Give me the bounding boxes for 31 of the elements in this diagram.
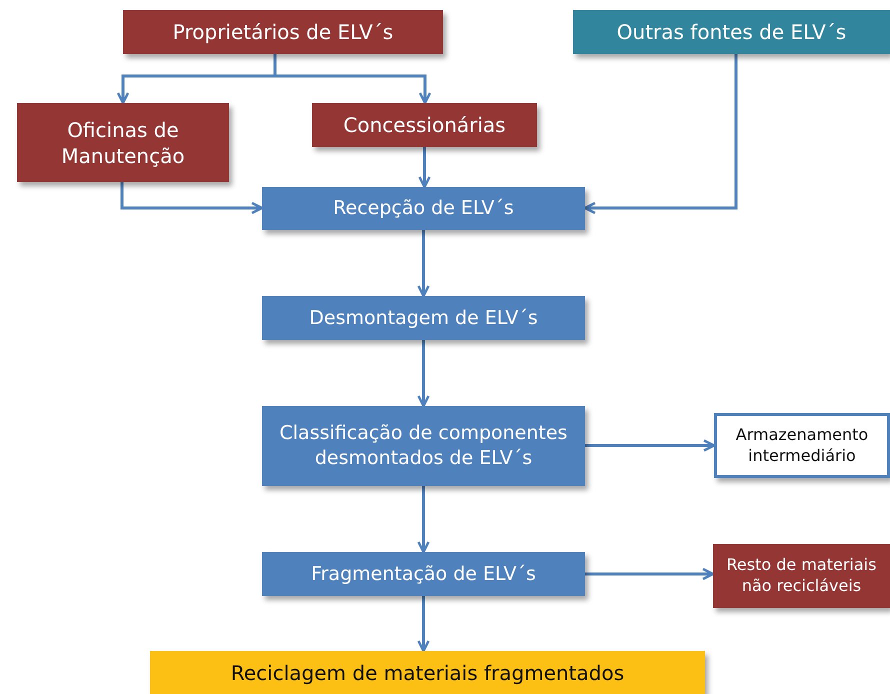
storage-box [714, 413, 890, 478]
box-label: Recepção de ELV´s [333, 196, 514, 221]
process-box [262, 187, 585, 230]
box-label: Armazenamento intermediário [734, 424, 870, 466]
process-box [262, 296, 585, 340]
arrow [417, 340, 430, 408]
arrow [417, 486, 430, 554]
source-box [573, 10, 890, 54]
box-label: Proprietários de ELV´s [172, 19, 394, 45]
arrow [585, 439, 716, 452]
box-label: Oficinas de Manutenção [60, 116, 186, 168]
arrow [585, 568, 714, 580]
source-box [17, 103, 229, 182]
process-box [262, 552, 585, 596]
arrow [417, 230, 430, 298]
arrow [120, 182, 264, 214]
process-box [262, 406, 585, 486]
box-label: Outras fontes de ELV´s [616, 19, 846, 45]
source-box [123, 10, 443, 54]
box-label: Resto de materiais não recicláveis [726, 555, 878, 597]
box-label: Fragmentação de ELV´s [311, 562, 536, 586]
output-box [713, 544, 890, 608]
box-label: Reciclagem de materiais fragmentados [230, 660, 624, 686]
source-box [312, 103, 537, 147]
output-box [150, 651, 705, 694]
arrow [584, 54, 738, 214]
arrow [418, 147, 431, 188]
box-label: Desmontagem de ELV´s [309, 306, 538, 330]
box-label: Concessionárias [343, 112, 506, 138]
arrow [417, 596, 430, 652]
box-label: Classificação de componentes desmontados de ELV´s [278, 421, 568, 471]
